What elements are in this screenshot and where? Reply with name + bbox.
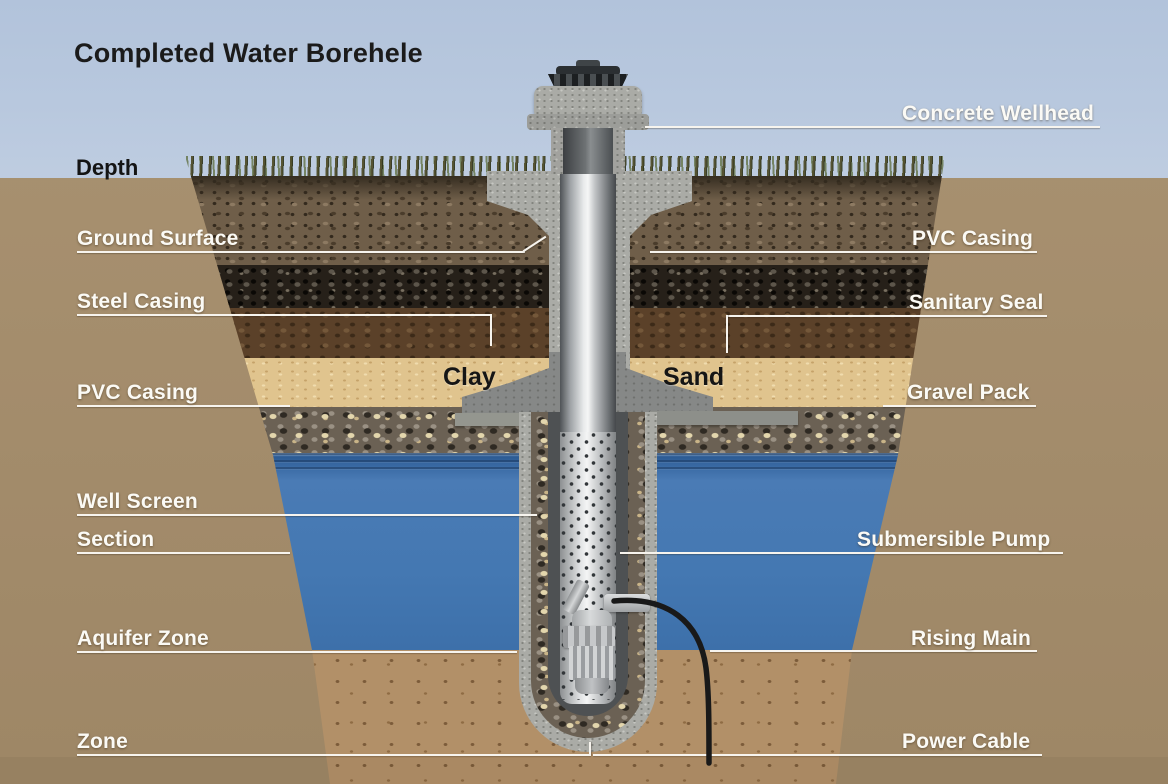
well-screen-line	[77, 514, 537, 516]
ground-surface-label: Ground Surface	[77, 227, 239, 250]
vent-cap-plate	[556, 66, 620, 76]
rising-main-label: Rising Main	[911, 627, 1032, 650]
pvc-casing-left-label: PVC Casing	[77, 381, 199, 404]
depth-label: Depth	[76, 155, 139, 180]
sanitary-seal-label: Sanitary Seal	[909, 291, 1044, 314]
pump-body	[569, 646, 615, 680]
sand-label: Sand	[663, 363, 725, 391]
gravel-pack-line	[883, 405, 1036, 407]
aquifer-zone-line	[77, 651, 517, 653]
section-label: Section	[77, 528, 155, 551]
seal-wing-left	[455, 413, 525, 426]
clay-label: Clay	[443, 363, 496, 391]
zone-line	[77, 754, 591, 756]
power-cable-label: Power Cable	[902, 730, 1031, 753]
ground-surface-line	[77, 251, 525, 253]
diagram-title: Completed Water Borehele	[74, 38, 423, 68]
power-cable-line	[593, 754, 1042, 756]
steel-casing-line	[77, 314, 492, 316]
aquifer-zone-label: Aquifer Zone	[77, 627, 209, 650]
concrete-wellhead-line	[645, 126, 1100, 128]
pump-bottom	[575, 678, 609, 694]
rising-main-line	[710, 650, 1037, 652]
neck-pipe-shadow	[563, 128, 613, 174]
seal-wing-right	[650, 411, 798, 425]
concrete-wellhead-label: Concrete Wellhead	[902, 102, 1095, 125]
gravel-pack-label: Gravel Pack	[907, 381, 1030, 404]
steel-casing-line-drop	[490, 314, 492, 346]
pump-top-dome	[572, 610, 612, 628]
pump-collar	[563, 626, 615, 648]
bottom-strip-shade	[0, 757, 1168, 784]
cable-connector	[604, 594, 650, 612]
well-screen-label: Well Screen	[77, 490, 198, 513]
concrete-cap-lip	[527, 114, 649, 130]
pvc-casing-right-line	[650, 251, 1037, 253]
submersible-pump-line	[620, 552, 1063, 554]
sanitary-seal-line	[726, 315, 1047, 317]
submersible-pump-label: Submersible Pump	[857, 528, 1051, 551]
sanitary-seal-line-drop	[726, 315, 728, 353]
vent-cap-knob	[576, 60, 600, 70]
steel-casing-label: Steel Casing	[77, 290, 206, 313]
section-line	[77, 552, 290, 554]
pvc-casing-right-label: PVC Casing	[912, 227, 1034, 250]
pvc-casing-left-line	[77, 405, 290, 407]
zone-label: Zone	[77, 730, 128, 753]
zone-line-riser	[589, 742, 591, 756]
